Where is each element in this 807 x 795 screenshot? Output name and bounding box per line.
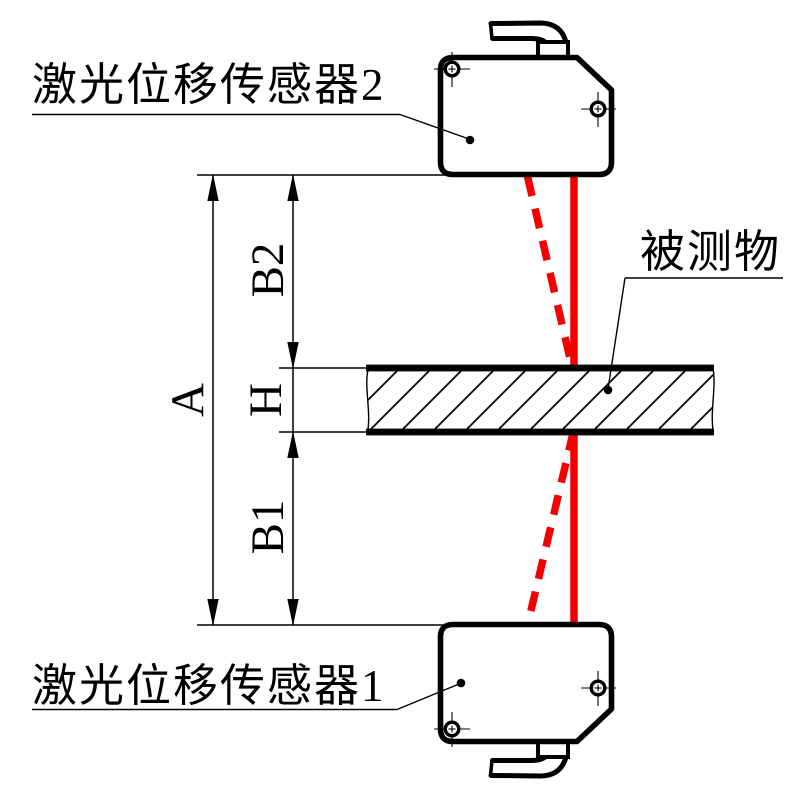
measured-object-break-left bbox=[366, 367, 370, 433]
dim-B1-arrow-down bbox=[287, 599, 299, 626]
sensor-bottom-cable bbox=[488, 754, 569, 779]
dim-label-B2: B2 bbox=[242, 243, 294, 298]
measured-object bbox=[366, 364, 715, 436]
sensor-top-mount-hole-right bbox=[581, 92, 616, 127]
sensor-top-leader-dot bbox=[465, 135, 475, 145]
dim-B2-arrow-down bbox=[287, 342, 299, 369]
measured-object-leader-dot bbox=[603, 385, 613, 395]
dimensions: A B2 H B1 bbox=[162, 174, 445, 626]
callout-sensor-top: 激光位移传感器2 bbox=[32, 60, 475, 145]
dim-label-B1: B1 bbox=[242, 500, 294, 555]
sensor-top bbox=[434, 20, 616, 178]
sensor-bottom-leader-dot bbox=[456, 678, 466, 688]
dim-B2-arrow-up bbox=[287, 174, 299, 201]
sensor-bottom-cable-end bbox=[488, 758, 494, 778]
sensor-top-cable-end bbox=[488, 21, 494, 41]
sensor-bottom-leader bbox=[396, 683, 460, 711]
sensor-bottom-mount-hole-right bbox=[581, 671, 616, 706]
sensor-top-mount-hole-left bbox=[434, 52, 470, 87]
measured-object-label: 被测物 bbox=[640, 227, 781, 277]
laser-beam-top-reflected-dashed bbox=[523, 175, 577, 370]
callout-measured-object: 被测物 bbox=[603, 227, 783, 395]
sensor-top-leader bbox=[399, 113, 470, 140]
dim-label-H: H bbox=[240, 383, 292, 417]
sensor-top-cable bbox=[488, 20, 569, 45]
dim-label-A: A bbox=[162, 383, 214, 417]
dim-A-arrow-down bbox=[207, 599, 219, 626]
callout-sensor-bottom: 激光位移传感器1 bbox=[32, 661, 466, 711]
laser-beams-top bbox=[523, 175, 578, 370]
sensor-top-body bbox=[437, 54, 615, 178]
measured-object-leader bbox=[607, 277, 626, 390]
measured-object-break-right bbox=[711, 367, 715, 433]
sensor-bottom-mount-hole-left bbox=[434, 712, 470, 747]
sensor-bottom-label: 激光位移传感器1 bbox=[32, 661, 386, 711]
laser-beam-bottom-reflected-dashed bbox=[524, 430, 578, 624]
dim-A-arrow-up bbox=[207, 174, 219, 201]
sensor-top-label: 激光位移传感器2 bbox=[32, 60, 386, 110]
laser-beams-bottom bbox=[524, 430, 578, 624]
measured-object-hatch bbox=[368, 368, 713, 432]
dim-B1-arrow-up bbox=[287, 431, 299, 458]
sensor-bottom-body bbox=[437, 621, 615, 745]
sensor-bottom bbox=[434, 621, 616, 779]
